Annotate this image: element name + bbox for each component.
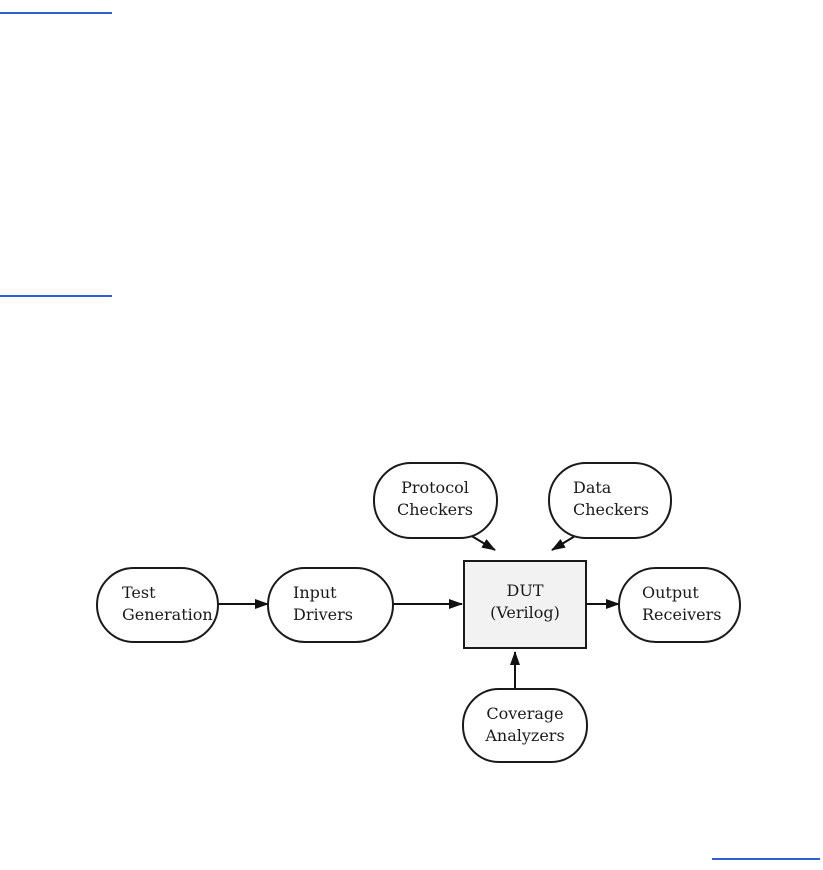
link-underline-bottom[interactable] xyxy=(712,858,820,860)
node-protocol-checkers-line1: Protocol xyxy=(401,478,469,497)
node-test-generation: Test Generation xyxy=(96,567,219,643)
node-coverage-analyzers-line1: Coverage xyxy=(486,704,563,723)
node-test-generation-line2: Generation xyxy=(122,605,213,624)
node-output-receivers-line2: Receivers xyxy=(642,605,721,624)
node-input-drivers-line2: Drivers xyxy=(293,605,353,624)
node-input-drivers: Input Drivers xyxy=(267,567,394,643)
edge-protocol-checkers-to-dut xyxy=(469,534,496,551)
node-data-checkers-line1: Data xyxy=(573,478,612,497)
node-test-generation-line1: Test xyxy=(122,583,156,602)
node-dut-line1: DUT xyxy=(507,581,544,600)
node-coverage-analyzers: Coverage Analyzers xyxy=(462,688,588,763)
node-output-receivers-line1: Output xyxy=(642,583,699,602)
link-underline-middle[interactable] xyxy=(0,295,112,297)
node-protocol-checkers: Protocol Checkers xyxy=(373,462,498,539)
node-data-checkers-line2: Checkers xyxy=(573,500,649,519)
node-data-checkers: Data Checkers xyxy=(548,462,672,539)
node-dut: DUT (Verilog) xyxy=(463,560,587,649)
node-coverage-analyzers-line2: Analyzers xyxy=(484,726,564,745)
node-input-drivers-line1: Input xyxy=(293,583,337,602)
node-output-receivers: Output Receivers xyxy=(618,567,741,643)
node-protocol-checkers-line2: Checkers xyxy=(397,500,473,519)
link-underline-top[interactable] xyxy=(0,12,112,14)
node-dut-line2: (Verilog) xyxy=(490,603,560,622)
